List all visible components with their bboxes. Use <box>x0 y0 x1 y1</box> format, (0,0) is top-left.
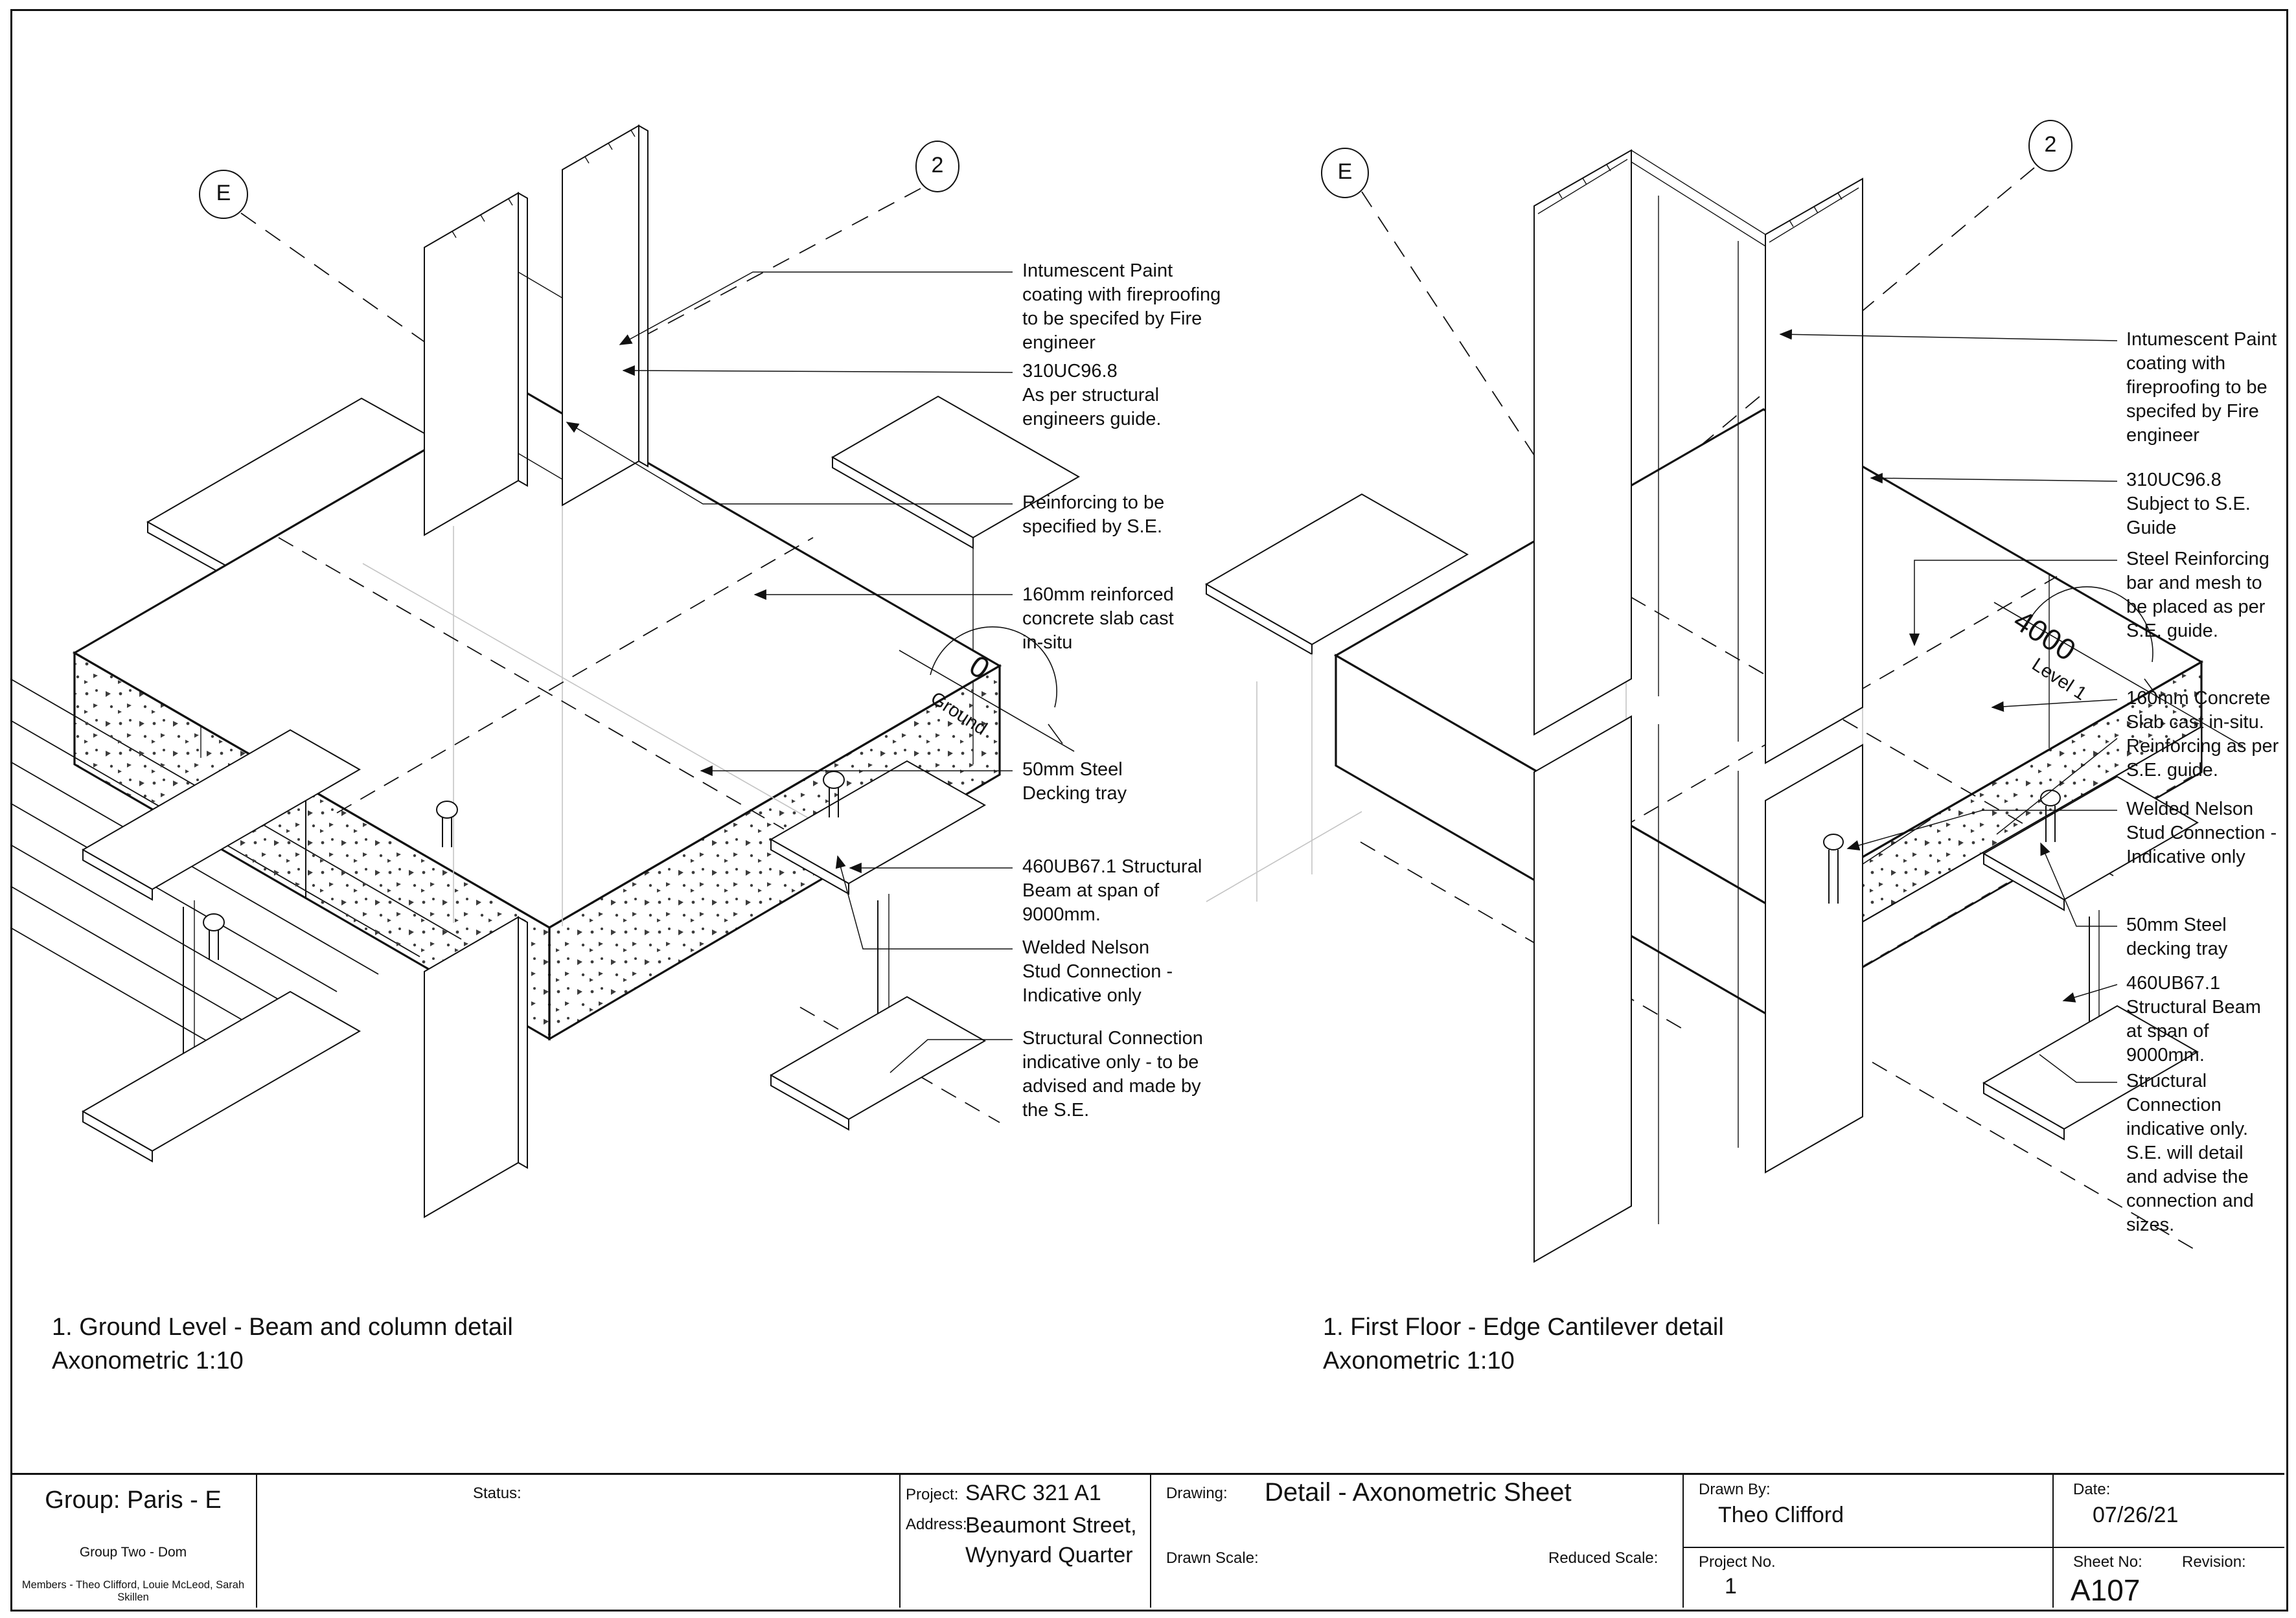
annotation-intumescent-right: Intumescent Paint coating with fireproof… <box>2126 329 2277 446</box>
titleblock-divider-3 <box>1150 1473 1151 1608</box>
sheet-border <box>10 9 2288 1612</box>
drawn-by-label: Drawn By: <box>1699 1481 1771 1498</box>
left-leaders <box>566 271 1013 1073</box>
grid-label-e-right: E <box>1337 159 1353 184</box>
annotation-slab-right: 160mm Concrete Slab cast in-situ. Reinfo… <box>2126 688 2279 781</box>
grid-label-e-left: E <box>216 181 231 205</box>
address-label: Address: <box>906 1516 967 1533</box>
annotation-connection-right: Structural Connection indicative only. S… <box>2126 1071 2254 1235</box>
project-label: Project: <box>906 1486 959 1503</box>
lower-left-beam <box>81 729 362 1163</box>
titleblock-divider-5 <box>2052 1473 2054 1608</box>
status-label: Status: <box>473 1485 522 1502</box>
annotation-beam-left: 460UB67.1 Structural Beam at span of 900… <box>1022 856 1202 925</box>
grid-bubble-e-right <box>1321 148 1369 198</box>
level-marker-left <box>899 626 1075 752</box>
titleblock-subdivider <box>1682 1547 2284 1548</box>
titleblock-divider-4 <box>1682 1473 1684 1608</box>
grid-label-2-right: 2 <box>2044 132 2057 157</box>
annotation-decking-left: 50mm Steel Decking tray <box>1022 759 1127 804</box>
drawing-label: Drawing: <box>1166 1485 1228 1502</box>
group-title: Group: Paris - E <box>45 1487 222 1514</box>
annotation-slab-left: 160mm reinforced concrete slab cast in-s… <box>1022 584 1174 653</box>
caption-right-scale: Axonometric 1:10 <box>1323 1347 1515 1374</box>
annotation-intumescent-left: Intumescent Paint coating with fireproof… <box>1022 260 1221 353</box>
annotation-reinforcing-right: Steel Reinforcing bar and mesh to be pla… <box>2126 549 2269 641</box>
annotation-stud-right: Welded Nelson Stud Connection - Indicati… <box>2126 799 2277 867</box>
grid-label-2-left: 2 <box>931 153 944 177</box>
annotation-connection-left: Structural Connection indicative only - … <box>1022 1028 1203 1121</box>
right-drawing-linework <box>1204 120 2244 1263</box>
reduced-scale-label: Reduced Scale: <box>1548 1549 1659 1567</box>
title-block <box>10 1473 2284 1610</box>
project-value: SARC 321 A1 <box>965 1481 1101 1505</box>
annotation-decking-right: 50mm Steel decking tray <box>2126 915 2228 959</box>
caption-right-title: 1. First Floor - Edge Cantilever detail <box>1323 1314 1724 1341</box>
project-no-value: 1 <box>1725 1574 1737 1599</box>
concrete-slab-left <box>72 391 1002 1123</box>
lower-right-beam <box>769 760 987 1131</box>
bottom-right-beam <box>1982 775 2199 1141</box>
column-plate-below-left <box>424 916 528 1218</box>
nelson-stud-slab-edge <box>1823 834 1844 904</box>
annotation-column-right: 310UC96.8 Subject to S.E. Guide <box>2126 470 2251 538</box>
caption-left-title: 1. Ground Level - Beam and column detail <box>52 1314 513 1341</box>
date-label: Date: <box>2073 1481 2111 1498</box>
grid-bubble-e-left <box>199 170 248 219</box>
right-leaders <box>1779 329 2118 1083</box>
revision-label: Revision: <box>2182 1553 2246 1571</box>
titleblock-divider-2 <box>899 1473 901 1608</box>
drawing-value: Detail - Axonometric Sheet <box>1265 1478 1572 1507</box>
grid-bubble-2-left <box>915 141 959 192</box>
titleblock-divider-1 <box>256 1473 257 1608</box>
annotation-beam-right: 460UB67.1 Structural Beam at span of 900… <box>2126 973 2261 1065</box>
sheet-no-value: A107 <box>2071 1573 2141 1607</box>
sheet-no-label: Sheet No: <box>2073 1553 2142 1571</box>
group-members: Members - Theo Clifford, Louie McLeod, S… <box>21 1579 245 1603</box>
steel-column-right <box>1533 149 1863 1263</box>
drawn-scale-label: Drawn Scale: <box>1166 1549 1259 1567</box>
annotation-reinforcing-left: Reinforcing to be specified by S.E. <box>1022 492 1165 537</box>
address-value: Beaumont Street, Wynyard Quarter <box>965 1513 1137 1567</box>
date-value: 07/26/21 <box>2093 1503 2179 1527</box>
drawn-by-value: Theo Clifford <box>1718 1503 1844 1527</box>
group-subtitle: Group Two - Dom <box>79 1545 187 1560</box>
grid-bubble-2-right <box>2028 120 2072 172</box>
level-marker-right <box>1993 586 2244 747</box>
left-drawing-linework <box>10 124 1081 1218</box>
project-no-label: Project No. <box>1699 1553 1776 1571</box>
nelson-studs-left <box>203 771 845 960</box>
background-beam-right-drawing <box>1204 493 1469 902</box>
caption-left-scale: Axonometric 1:10 <box>52 1347 244 1374</box>
column-plates-left <box>424 124 649 536</box>
annotation-stud-left: Welded Nelson Stud Connection - Indicati… <box>1022 937 1173 1006</box>
annotation-column-left: 310UC96.8 As per structural engineers gu… <box>1022 361 1162 429</box>
